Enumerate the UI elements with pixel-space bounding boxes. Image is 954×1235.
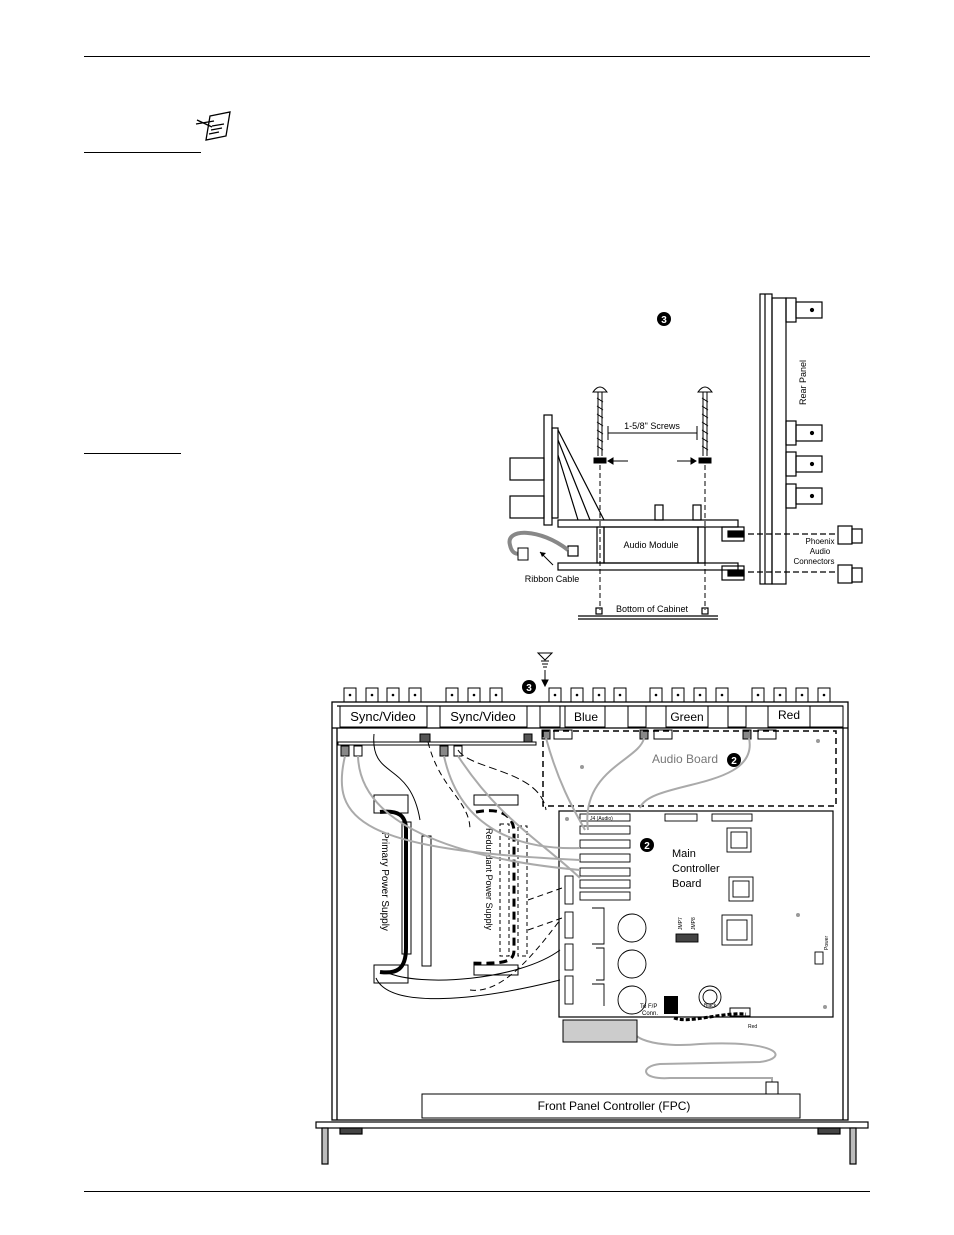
cables-black <box>373 733 747 1022</box>
red-label: Red <box>748 1024 757 1030</box>
power-label: Power <box>824 935 830 950</box>
audio-board <box>542 730 837 807</box>
ribbon-cable-label: Ribbon Cable <box>525 574 580 584</box>
step-2-marker-audio <box>727 753 741 767</box>
front-panel <box>315 1121 869 1165</box>
main-board-label-1: Main <box>672 848 696 860</box>
primary-ps-label: Primary Power Supply <box>379 832 390 931</box>
step-2-marker-main <box>640 838 654 852</box>
phoenix-label-1: Phoenix <box>806 537 835 546</box>
rear-rail <box>337 729 777 757</box>
fpc-label: Front Panel Controller (FPC) <box>538 1099 691 1113</box>
step-3-marker-top <box>522 680 536 694</box>
cabinet-bottom <box>578 607 718 620</box>
phoenix-label-2: Audio <box>810 547 831 556</box>
slot-green: Green <box>670 710 703 724</box>
svg-text:3: 3 <box>526 683 532 694</box>
screws-label: 1-5/8" Screws <box>624 421 680 431</box>
power-entry-block <box>562 1019 638 1043</box>
main-board-label-2: Controller <box>672 863 720 875</box>
screws <box>592 386 713 610</box>
front-panel-controller <box>421 1093 801 1119</box>
footer-rule <box>84 1191 870 1192</box>
main-board-components <box>564 813 824 1015</box>
svg-text:2: 2 <box>731 756 737 767</box>
j4-label: J4 (Audio) <box>590 816 613 822</box>
redundant-power-supply <box>469 794 528 976</box>
jmp-label-1: JMP7 <box>678 917 684 930</box>
fp-connector <box>664 996 678 1014</box>
mount-holes <box>565 739 827 1009</box>
redundant-ps-label: Redundant Power Supply <box>484 828 494 931</box>
audio-module-label: Audio Module <box>623 540 678 550</box>
main-controller-board <box>558 810 834 1018</box>
step-3-marker-side <box>657 312 671 326</box>
black-label: Black <box>704 1003 717 1009</box>
audio-board-label: Audio Board <box>652 752 718 766</box>
note-rule <box>84 152 201 153</box>
main-board-label-3: Board <box>672 878 701 890</box>
cables-gray <box>340 737 777 1090</box>
audio-module <box>509 414 863 584</box>
black-red-connector <box>729 1007 751 1017</box>
svg-text:2: 2 <box>644 841 650 852</box>
slot-sync-video-1: Sync/Video <box>350 709 416 724</box>
header-rule <box>84 56 870 57</box>
ribbon-cable <box>507 530 570 566</box>
phoenix-label-3: Connectors <box>794 557 835 566</box>
jmp-label-2: JMP8 <box>691 917 697 930</box>
slot-sync-video-2: Sync/Video <box>450 709 516 724</box>
slot-red: Red <box>778 708 800 722</box>
to-fp-label-1: To F/P <box>640 1004 657 1010</box>
fpc-connector <box>765 1081 779 1095</box>
top-view-diagram: 3 <box>315 652 869 1165</box>
rear-panel-label: Rear Panel <box>798 360 808 405</box>
svg-text:3: 3 <box>661 315 667 326</box>
section-rule <box>84 453 181 454</box>
side-view-diagram: 3 Rear Panel <box>507 293 863 620</box>
rear-slots <box>339 705 844 728</box>
note-pencil-icon <box>195 111 231 141</box>
to-fp-label-2: Conn. <box>642 1011 658 1017</box>
cabinet-label: Bottom of Cabinet <box>616 604 689 614</box>
rear-panel <box>759 293 823 585</box>
slot-blue: Blue <box>574 710 598 724</box>
chassis <box>331 701 849 1121</box>
rear-bnc-dots <box>348 693 826 697</box>
top-screw-icon <box>536 652 554 688</box>
